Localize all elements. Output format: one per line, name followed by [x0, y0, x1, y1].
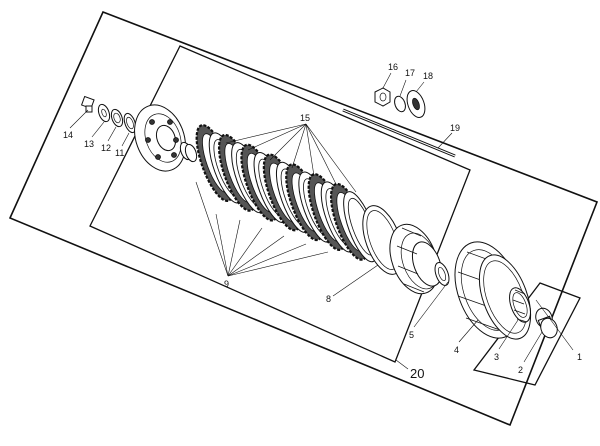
gear-part-3 — [509, 287, 531, 323]
bolt-part-14 — [80, 95, 95, 113]
label-17: 17 — [405, 68, 415, 78]
clutch-plates-stack — [195, 124, 379, 263]
leader-lines — [69, 72, 574, 370]
nut-part-16 — [374, 87, 391, 107]
label-5: 5 — [409, 330, 414, 340]
label-11: 11 — [115, 148, 124, 158]
label-1: 1 — [577, 352, 582, 362]
label-8: 8 — [326, 294, 331, 304]
label-19: 19 — [450, 123, 460, 133]
washer-part-5 — [434, 262, 450, 286]
clutch-housing-part-4 — [454, 241, 532, 340]
bush — [179, 141, 198, 163]
washer-part-17 — [394, 95, 406, 113]
gear-box-frame — [472, 282, 581, 386]
label-16: 16 — [388, 62, 398, 72]
label-2: 2 — [518, 365, 523, 375]
clutch-hub — [389, 223, 443, 295]
washer-part-13 — [97, 103, 111, 123]
pressure-plate — [134, 104, 186, 172]
label-20: 20 — [410, 366, 424, 381]
pushrod-part-19 — [342, 108, 456, 158]
outer-frame — [8, 10, 599, 427]
gear-part-18 — [406, 90, 426, 118]
inner-frame — [89, 45, 471, 363]
label-13: 13 — [84, 139, 94, 149]
label-14: 14 — [63, 130, 73, 140]
label-15: 15 — [300, 113, 310, 123]
label-9: 9 — [224, 279, 229, 289]
label-3: 3 — [494, 352, 499, 362]
label-12: 12 — [101, 143, 111, 153]
bearing-part-12 — [110, 108, 124, 128]
label-18: 18 — [423, 71, 433, 81]
label-4: 4 — [454, 345, 459, 355]
ring-part-11 — [123, 112, 137, 134]
bushing-part-2 — [535, 307, 558, 339]
